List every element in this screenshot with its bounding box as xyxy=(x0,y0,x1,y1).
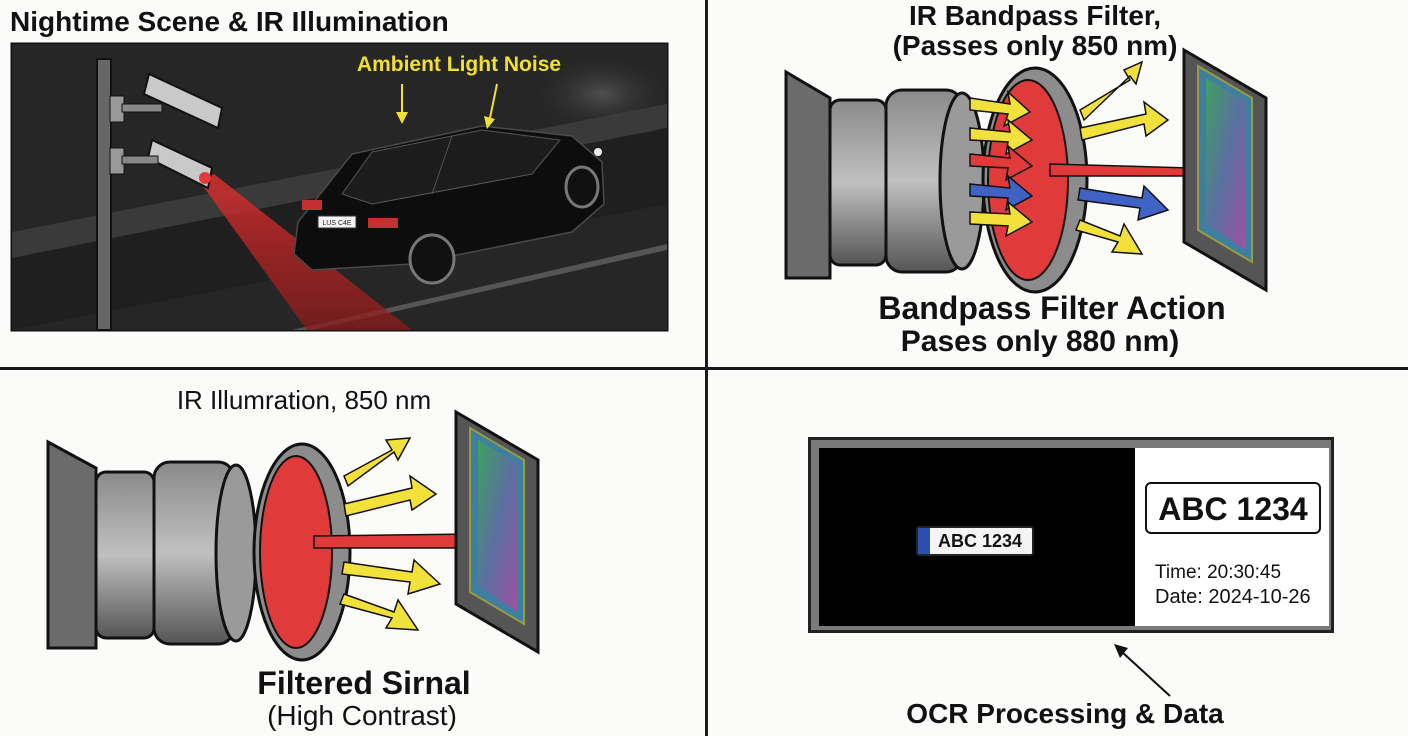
plate-thumbnail: ABC 1234 xyxy=(916,526,1034,556)
horizontal-divider xyxy=(0,367,1408,370)
filter-caption-line2: Pases only 880 nm) xyxy=(900,325,1180,358)
filter-diagram xyxy=(784,47,1268,294)
ocr-pointer-arrow xyxy=(1114,644,1171,697)
filter-title-line1: IR Bandpass Filter, xyxy=(908,0,1162,31)
illumination-title: IR Illumration, 850 nm xyxy=(176,385,432,415)
car-icon: LUS C4E xyxy=(293,125,605,285)
camera-feed: ABC 1234 xyxy=(819,448,1135,626)
lens-icon xyxy=(784,69,986,280)
lens-icon xyxy=(46,439,258,650)
camera-icon xyxy=(109,72,224,130)
car-plate: LUS C4E xyxy=(322,220,352,227)
ocr-caption: OCR Processing & Data xyxy=(906,698,1224,729)
light-arrows xyxy=(313,437,500,631)
annotation-arrows xyxy=(396,83,498,129)
scene-title: Nightime Scene & IR Illumination xyxy=(10,6,449,37)
plate-large-box: ABC 1234 xyxy=(1145,482,1321,534)
ocr-result-panel: ABC 1234 Time: 20:30:45 Date: 2024-10-26 xyxy=(1135,448,1329,626)
ocr-display: ABC 1234 ABC 1234 Time: 20:30:45 Date: 2… xyxy=(808,437,1334,633)
camera-pole xyxy=(96,58,112,331)
filter-disc xyxy=(252,442,352,662)
night-scene: LUS C4E xyxy=(10,42,672,332)
ambient-light-annotation: Ambient Light Noise xyxy=(356,53,562,76)
ocr-date: Date: 2024-10-26 xyxy=(1155,586,1311,608)
filter-title-line2: (Passes only 850 nm) xyxy=(892,30,1178,61)
sensor-icon xyxy=(1182,47,1268,293)
illumination-caption-line1: Filtered Sirnal xyxy=(257,665,471,701)
sensor-icon xyxy=(454,409,540,655)
illumination-diagram xyxy=(46,409,540,662)
plate-small-text: ABC 1234 xyxy=(938,531,1023,551)
plate-eu-strip xyxy=(918,528,930,554)
illumination-caption-line2: (High Contrast) xyxy=(267,700,457,731)
plate-large-text: ABC 1234 xyxy=(1158,491,1308,527)
camera-icon xyxy=(109,138,214,190)
ocr-time: Time: 20:30:45 xyxy=(1155,562,1282,583)
filter-caption-line1: Bandpass Filter Action xyxy=(878,290,1226,326)
